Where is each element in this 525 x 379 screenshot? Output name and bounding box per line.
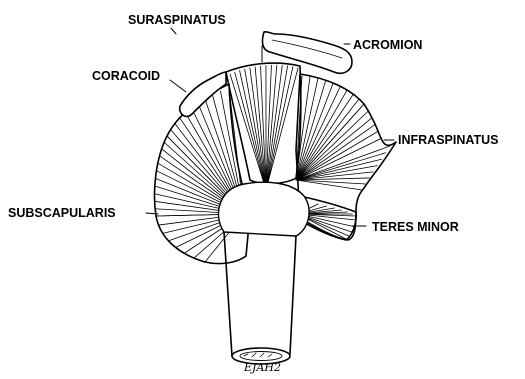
muscle-fiber: [296, 180, 366, 184]
muscle-fiber: [266, 65, 277, 190]
muscle-fiber: [296, 111, 368, 180]
label-infraspinatus: INFRASPINATUS: [398, 133, 498, 147]
artist-signature: EJAH2: [243, 361, 281, 374]
supraspinatus-fibers: [230, 65, 298, 190]
leader-supraspinatus: [171, 28, 262, 62]
label-supraspinatus: SURASPINATUS: [128, 13, 226, 27]
label-teres-minor: TERES MINOR: [372, 220, 459, 234]
label-coracoid: CORACOID: [92, 69, 160, 83]
muscle-fiber: [296, 104, 364, 180]
humerus-shaft: [224, 232, 296, 356]
muscle-fiber: [296, 94, 353, 180]
coracoid-bone: [180, 72, 226, 116]
infraspinatus-fibers: [296, 76, 390, 190]
acromion-bone: [262, 32, 352, 73]
label-acromion: ACROMION: [353, 38, 422, 52]
label-subscapularis: SUBSCAPULARIS: [8, 206, 116, 220]
humeral-head: [218, 182, 309, 236]
muscle-fiber: [266, 66, 288, 190]
subscapularis-muscle: [154, 84, 250, 264]
muscle-fiber: [296, 124, 375, 180]
leader-coracoid: [170, 80, 186, 92]
